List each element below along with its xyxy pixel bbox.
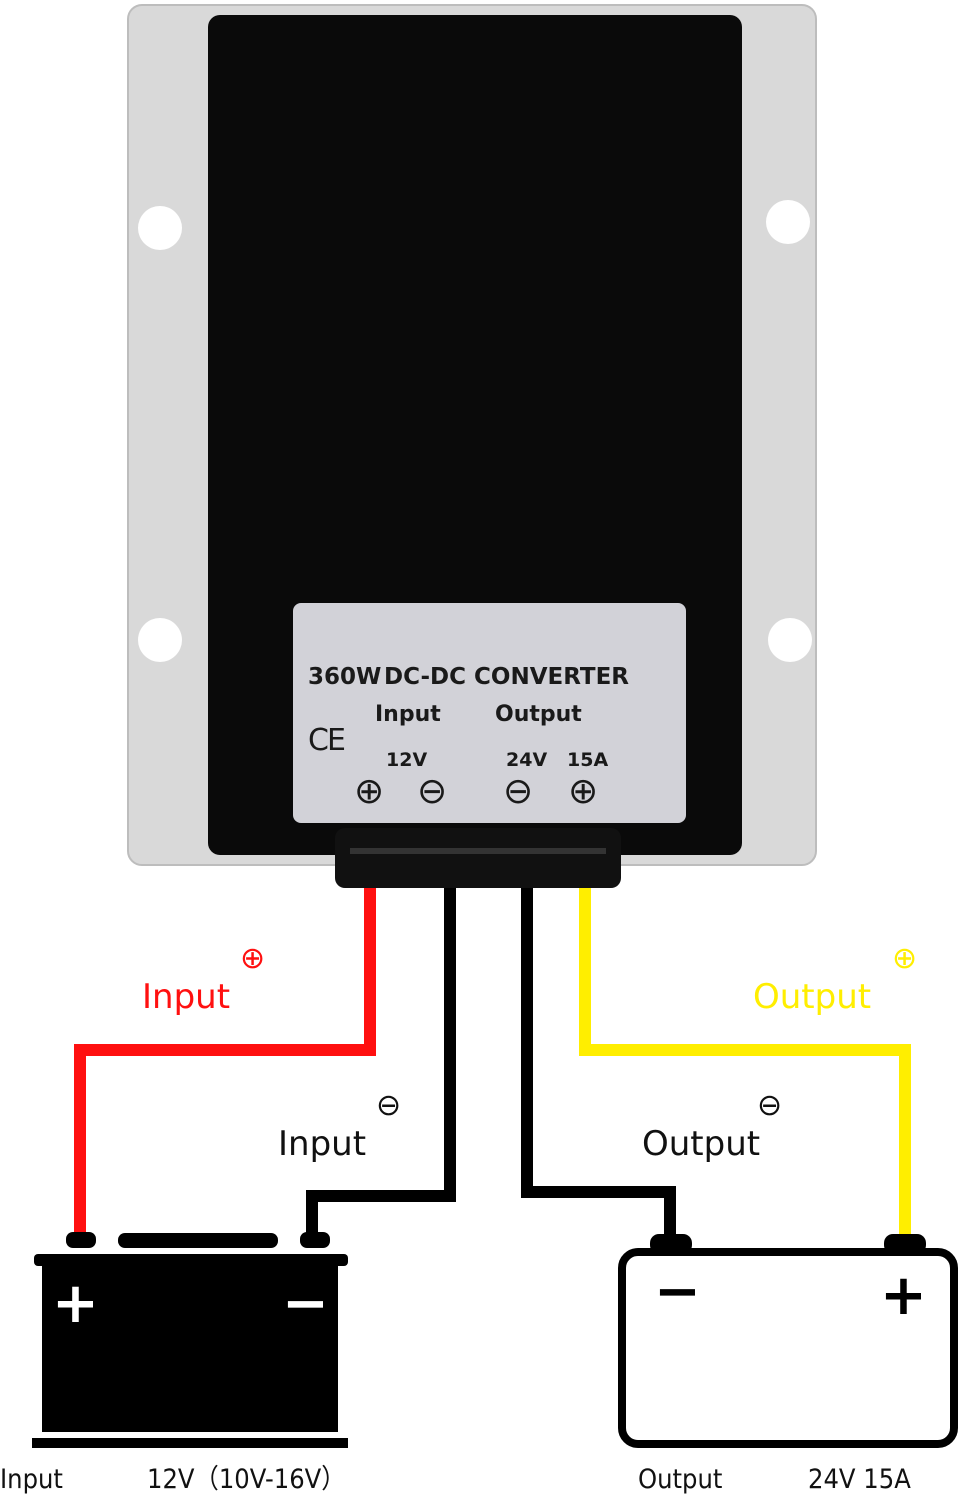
battery-plus-icon: +	[52, 1271, 99, 1336]
mounting-hole	[768, 618, 812, 662]
plus-icon: ⊕	[240, 941, 266, 976]
label-power: 360W	[308, 664, 382, 690]
label-output-current: 15A	[567, 749, 609, 771]
terminal-minus-icon: ⊖	[417, 771, 448, 812]
terminal-plus-icon: ⊕	[568, 771, 599, 812]
wire-input-positive	[74, 880, 376, 1238]
wire-output-negative	[521, 880, 676, 1240]
minus-icon: ⊖	[376, 1088, 402, 1123]
converter-label	[293, 603, 686, 823]
wire-output-positive	[579, 880, 911, 1240]
label-input-heading: Input	[375, 702, 441, 727]
label-output-voltage: 24V	[506, 749, 548, 771]
mounting-hole	[138, 206, 182, 250]
output-spec: 24V 15A	[808, 1464, 911, 1495]
mounting-hole	[138, 618, 182, 662]
cable-grommet	[335, 828, 621, 888]
output-caption: Output	[638, 1464, 723, 1495]
terminal-plus-icon: ⊕	[354, 771, 385, 812]
battery-minus-icon: −	[282, 1271, 329, 1336]
mounting-hole	[766, 200, 810, 244]
label-title: DC-DC CONVERTER	[384, 664, 630, 690]
input-battery-top	[34, 1254, 348, 1266]
output-negative-label: Output	[642, 1124, 761, 1164]
output-battery	[618, 1248, 958, 1448]
minus-icon: ⊖	[757, 1088, 783, 1123]
label-output-heading: Output	[495, 702, 582, 727]
plus-icon: ⊕	[892, 941, 918, 976]
input-battery	[42, 1266, 338, 1432]
wire-input-negative	[306, 880, 456, 1238]
input-caption: Input	[0, 1464, 63, 1495]
ce-mark: CE	[308, 723, 346, 758]
battery-terminal	[66, 1232, 96, 1248]
battery-handle	[118, 1233, 278, 1248]
battery-terminal	[300, 1232, 330, 1248]
battery-plus-icon: +	[880, 1263, 927, 1328]
input-battery-base	[32, 1438, 348, 1448]
grommet-groove	[350, 848, 606, 854]
label-input-voltage: 12V	[386, 749, 428, 771]
input-negative-label: Input	[278, 1124, 367, 1164]
output-positive-label: Output	[753, 977, 872, 1017]
terminal-minus-icon: ⊖	[503, 771, 534, 812]
battery-minus-icon: −	[654, 1259, 701, 1324]
input-positive-label: Input	[142, 977, 231, 1017]
input-spec: 12V（10V-16V）	[147, 1464, 346, 1495]
